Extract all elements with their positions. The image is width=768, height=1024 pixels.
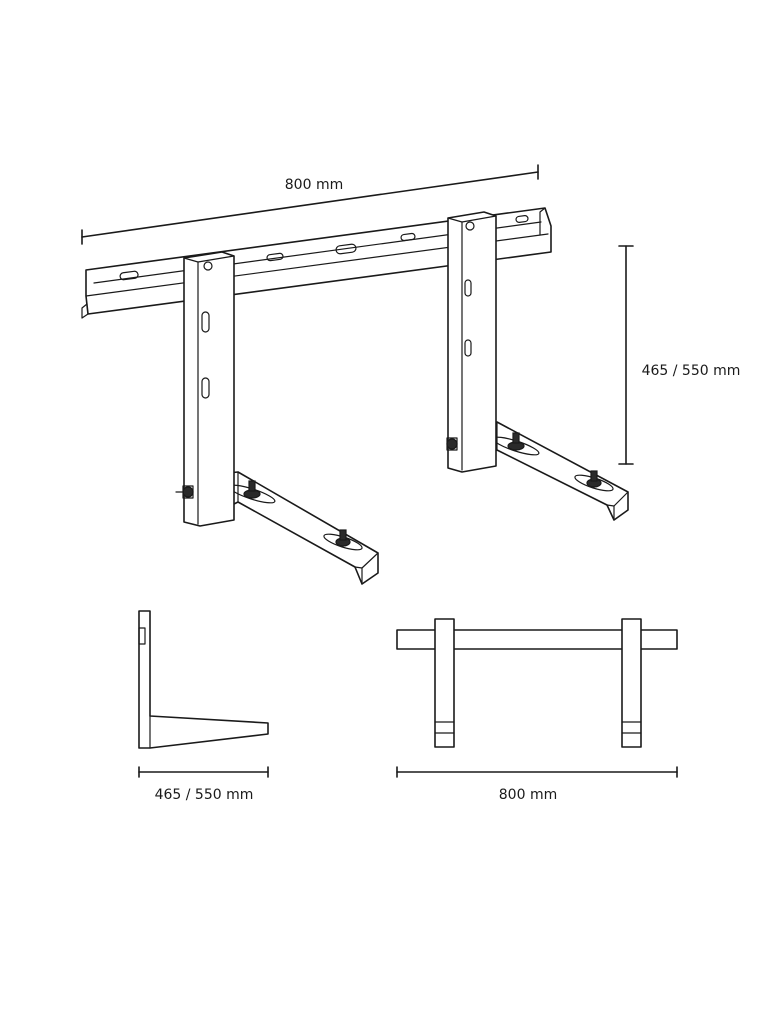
isometric-assembly bbox=[81, 207, 629, 585]
dimension-front-width: 800 mm bbox=[396, 766, 678, 803]
front-width-label: 800 mm bbox=[499, 787, 557, 803]
right-bracket bbox=[446, 211, 629, 521]
side-view bbox=[138, 610, 269, 749]
side-depth-label: 465 / 550 mm bbox=[155, 787, 254, 803]
front-view bbox=[396, 618, 678, 748]
top-width-label: 800 mm bbox=[285, 177, 343, 193]
dimension-height: 465 / 550 mm bbox=[618, 245, 741, 465]
front-right-upright bbox=[621, 618, 642, 748]
left-bracket bbox=[175, 251, 379, 585]
front-left-upright bbox=[434, 618, 455, 748]
height-label: 465 / 550 mm bbox=[642, 363, 741, 379]
dimension-top-width: 800 mm bbox=[81, 164, 539, 245]
dimension-side-depth: 465 / 550 mm bbox=[138, 766, 269, 803]
